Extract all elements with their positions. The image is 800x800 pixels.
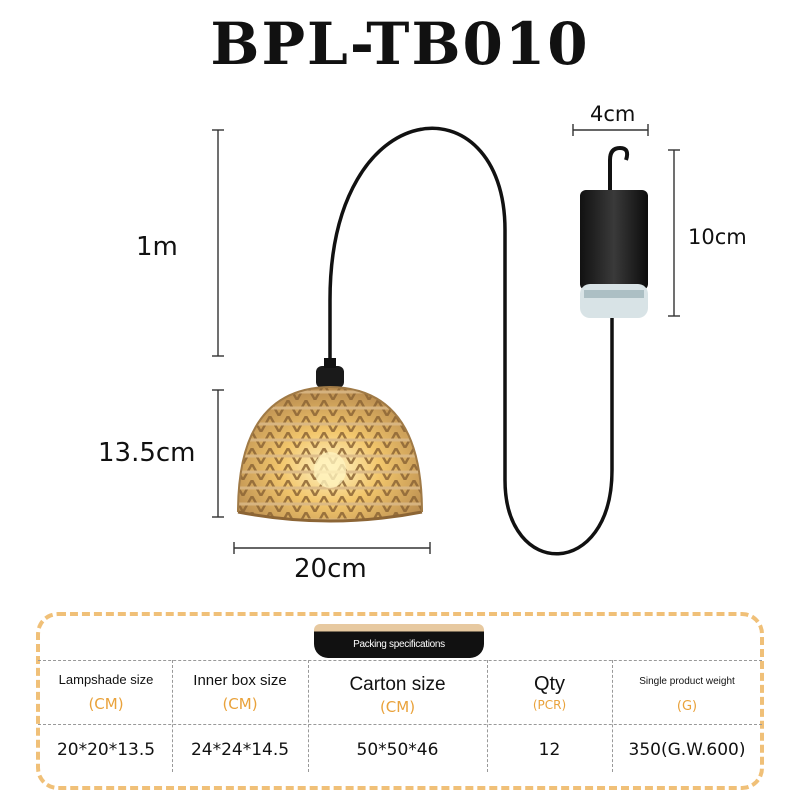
- header-unit: (CM): [88, 695, 124, 713]
- power-cord: [328, 126, 614, 556]
- product-title: BPL-TB010: [210, 10, 590, 78]
- header-label: Single product weight: [639, 676, 735, 687]
- battery-box: [580, 145, 648, 318]
- table-column-divider: [172, 660, 173, 772]
- shade-width-label: 20cm: [294, 554, 367, 584]
- value-inner-box-size: 24*24*14.5: [190, 740, 290, 760]
- table-header-lampshade: Lampshade size (CM): [40, 672, 172, 713]
- header-unit: (CM): [222, 695, 258, 713]
- header-label: Qty: [533, 673, 566, 695]
- table-column-divider: [487, 660, 488, 772]
- header-label: Inner box size: [193, 672, 287, 689]
- battery-width-label: 4cm: [590, 102, 636, 126]
- packing-table: [36, 612, 764, 790]
- lamp-socket: [316, 366, 344, 388]
- rattan-lampshade: [237, 385, 423, 523]
- value-carton-size: 50*50*46: [356, 740, 439, 760]
- header-unit: (G): [676, 699, 698, 714]
- packing-title: Packing specifications: [314, 624, 484, 658]
- table-header-carton: Carton size (CM): [308, 674, 487, 716]
- table-divider: [38, 660, 762, 661]
- table-header-qty: Qty (PCR): [487, 673, 612, 712]
- battery-height-label: 10cm: [688, 225, 747, 249]
- table-header-inner-box: Inner box size (CM): [172, 672, 308, 713]
- table-divider: [38, 724, 762, 725]
- header-unit: (CM): [379, 698, 416, 716]
- shade-height-label: 13.5cm: [98, 438, 196, 468]
- table-column-divider: [612, 660, 613, 772]
- value-weight: 350(G.W.600): [628, 740, 746, 760]
- cord-length-label: 1m: [136, 232, 178, 262]
- table-header-weight: Single product weight (G): [612, 676, 762, 714]
- header-label: Lampshade size: [58, 672, 154, 687]
- header-unit: (PCR): [532, 698, 567, 712]
- table-column-divider: [308, 660, 309, 772]
- header-label: Carton size: [349, 674, 446, 695]
- value-qty: 12: [538, 740, 561, 760]
- value-lampshade-size: 20*20*13.5: [56, 740, 156, 760]
